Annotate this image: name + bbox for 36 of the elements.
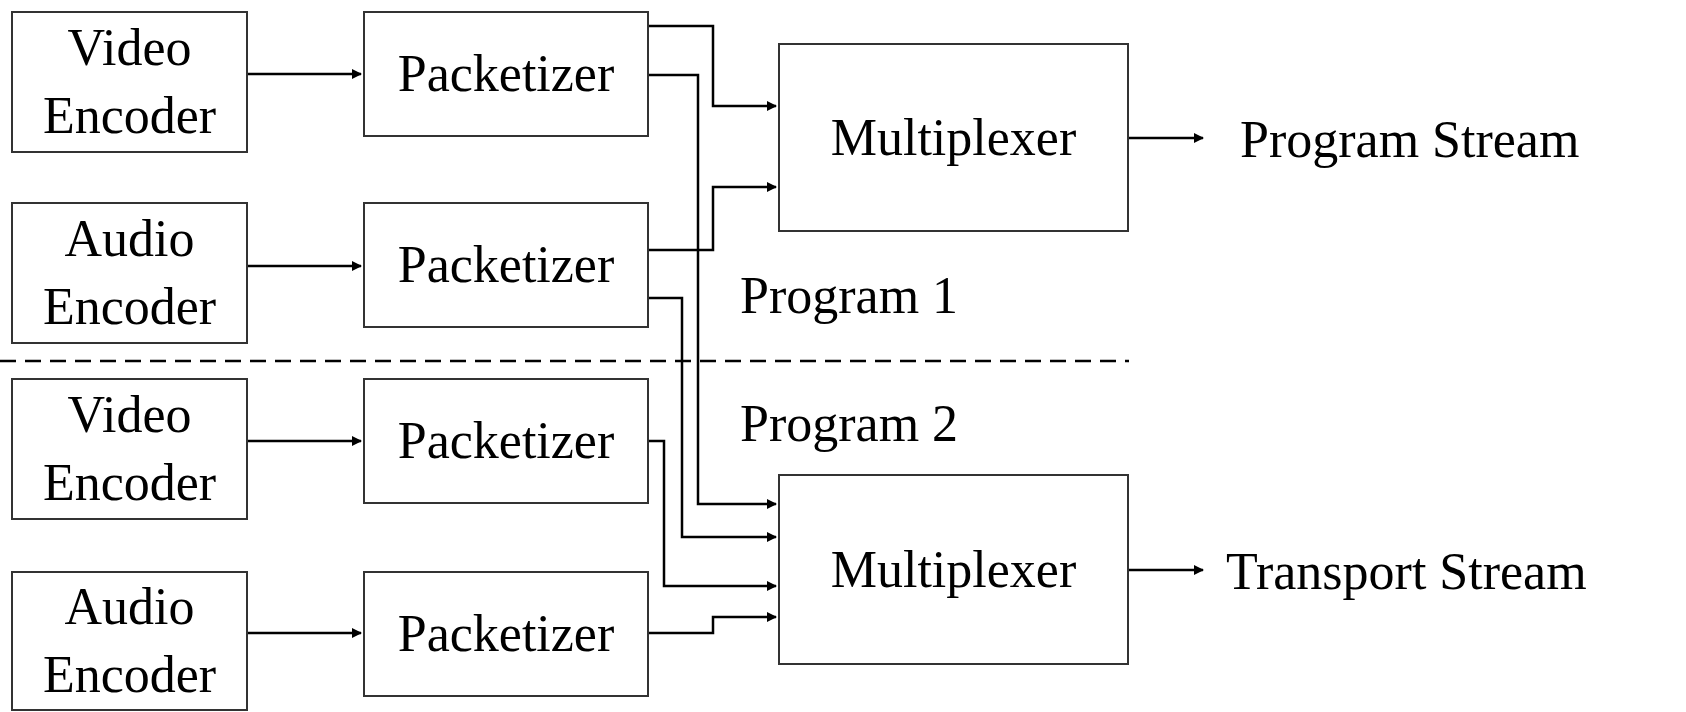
arrow [1129, 133, 1204, 143]
process-box [363, 378, 649, 504]
arrow [649, 73, 777, 509]
process-box [363, 202, 649, 328]
box-label: Packetizer [397, 411, 615, 472]
process-box [778, 43, 1129, 232]
process-box [363, 571, 649, 697]
box-label: Video Encoder [41, 18, 218, 146]
box-label: Multiplexer [830, 107, 1077, 168]
section-label: Program 1 [740, 266, 959, 325]
box-label: Packetizer [397, 604, 615, 665]
box-label: Packetizer [397, 235, 615, 296]
arrow [649, 24, 777, 111]
arrow [649, 439, 777, 591]
arrow [649, 182, 777, 252]
arrow [248, 628, 362, 638]
arrow [1129, 565, 1204, 575]
output-label: Program Stream [1240, 110, 1580, 170]
arrow [649, 296, 777, 542]
process-box [363, 11, 649, 137]
process-box [11, 11, 248, 153]
box-label: Audio Encoder [41, 577, 218, 705]
box-label: Video Encoder [41, 385, 218, 513]
box-label: Multiplexer [830, 539, 1077, 600]
process-box [11, 571, 248, 711]
output-label: Transport Stream [1226, 542, 1587, 602]
process-box [11, 378, 248, 520]
arrow [248, 436, 362, 446]
process-box [778, 474, 1129, 665]
section-label: Program 2 [740, 394, 959, 453]
box-label: Packetizer [397, 44, 615, 105]
arrow [248, 69, 362, 79]
arrow [248, 261, 362, 271]
process-box [11, 202, 248, 344]
box-label: Audio Encoder [41, 209, 218, 337]
arrow [649, 612, 777, 635]
